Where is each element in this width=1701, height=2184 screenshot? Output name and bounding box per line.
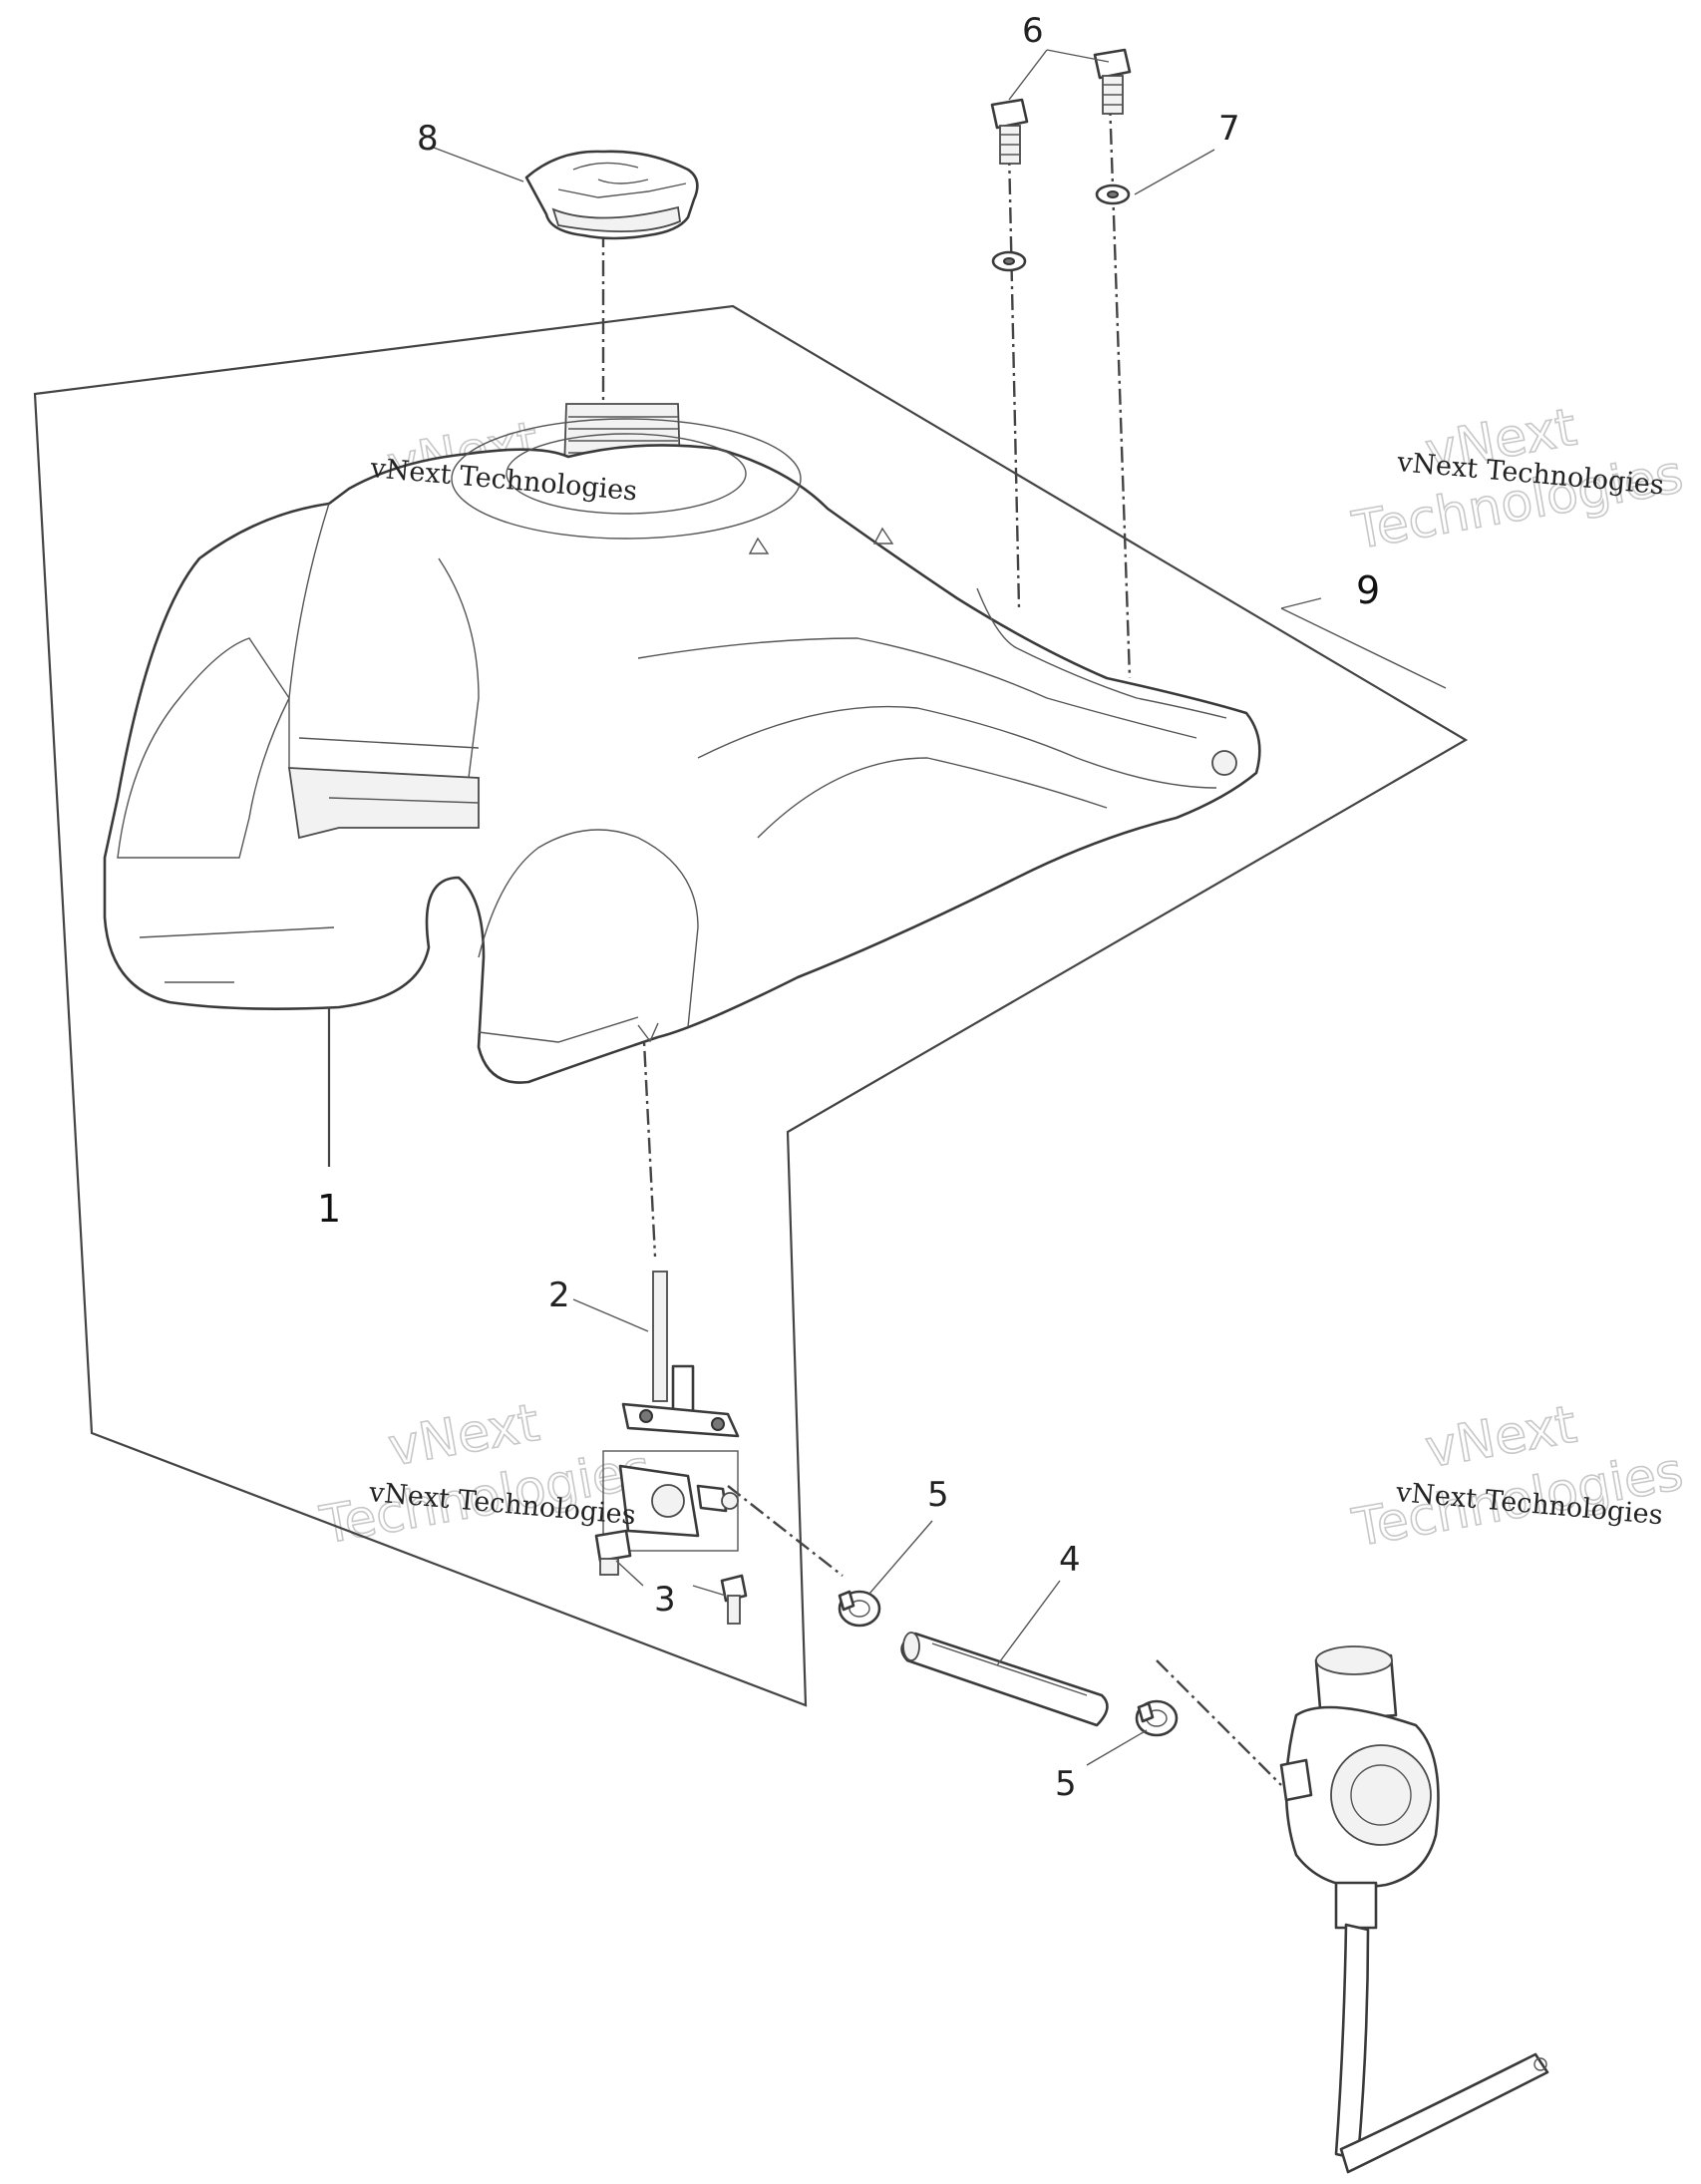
callout-6: 6 bbox=[1022, 11, 1044, 51]
carb-axis-line bbox=[1156, 1659, 1282, 1786]
callout-1: 1 bbox=[317, 1187, 341, 1231]
callout-5-lower: 5 bbox=[1055, 1764, 1077, 1804]
fuel-tank-part bbox=[103, 403, 1261, 1084]
callout-5-upper: 5 bbox=[927, 1475, 949, 1515]
callout-8: 8 bbox=[417, 119, 439, 159]
bolt-right-part bbox=[1093, 48, 1132, 115]
fuel-line-axis bbox=[727, 1485, 844, 1577]
callout-9: 9 bbox=[1356, 568, 1380, 612]
kit-boundary-outline bbox=[33, 304, 1469, 1707]
callout-7: 7 bbox=[1218, 109, 1240, 149]
callout-2: 2 bbox=[548, 1275, 570, 1315]
washer-left-part bbox=[991, 250, 1027, 272]
washer-right-part bbox=[1095, 183, 1131, 205]
screw-left-part bbox=[594, 1529, 632, 1576]
callout-3: 3 bbox=[654, 1580, 676, 1620]
watermark-big-bottom-right: vNext Technologies bbox=[1347, 1394, 1688, 1560]
screw-right-part bbox=[720, 1574, 748, 1625]
bolt-left-part bbox=[990, 98, 1029, 165]
hose-clamp-upper-part bbox=[838, 1590, 881, 1628]
watermark-big-bottom-left: vNext Technologies bbox=[315, 1392, 656, 1557]
valve-axis-line bbox=[641, 1021, 657, 1258]
callout-4: 4 bbox=[1059, 1540, 1081, 1580]
hose-clamp-lower-part bbox=[1135, 1699, 1179, 1737]
fuel-cap-part bbox=[524, 150, 699, 240]
fuel-hose-part bbox=[900, 1632, 1109, 1727]
leader-lines bbox=[327, 49, 1447, 1766]
carburetor-part bbox=[1279, 1645, 1549, 2174]
fuel-valve-part bbox=[602, 1271, 740, 1552]
bolt-left-axis-line bbox=[1007, 149, 1021, 609]
